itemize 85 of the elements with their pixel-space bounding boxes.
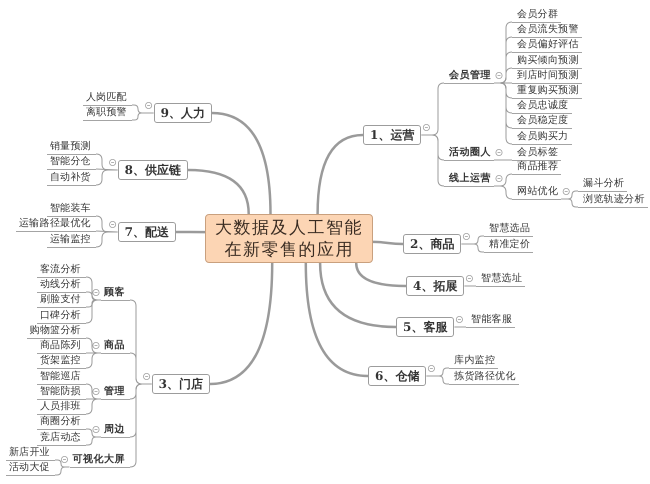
topic-label: 商圈分析	[36, 414, 86, 430]
topic-label: 口碑分析	[36, 308, 86, 324]
connector-line	[86, 398, 102, 414]
topic-label: 网站优化	[512, 184, 562, 200]
topic-box: 7、配送	[118, 222, 176, 242]
topic-label: 智慧选址	[476, 272, 526, 286]
topic-label: 离职预警	[82, 106, 132, 120]
connector-line	[494, 82, 512, 144]
topic-label: 销量预测	[46, 140, 96, 154]
topic-label: 智能巡店	[36, 370, 86, 384]
topic-label: 运输路径最优化	[16, 216, 96, 232]
connector-line	[420, 134, 444, 186]
topic-label: 智能装车	[46, 202, 96, 216]
connector-line	[130, 384, 152, 468]
topic-label: 新店开业	[6, 446, 55, 460]
topic-label: 智能客服	[466, 312, 516, 328]
connector-line	[210, 262, 274, 386]
connector-line	[494, 186, 512, 200]
topic-label: 货架监控	[36, 354, 86, 368]
topic-label: 智能分仓	[46, 154, 96, 170]
connector-line	[372, 240, 404, 246]
topic-label: 人员排班	[36, 400, 86, 414]
connector-line	[132, 112, 154, 120]
subtopic-label: 商品	[101, 338, 130, 354]
topic-box: 3、门店	[152, 374, 210, 394]
connector-line	[188, 168, 250, 214]
connector-line	[426, 376, 450, 384]
topic-label: 动线分析	[36, 278, 86, 292]
topic-label: 会员偏好评估	[512, 38, 582, 52]
topic-label: 精准定价	[484, 238, 534, 252]
topic-label: 购买倾向预测	[512, 54, 582, 68]
connector-line	[460, 244, 484, 252]
topic-label: 到店时间预测	[512, 68, 582, 84]
connector-line	[354, 262, 406, 288]
subtopic-label: 可视化大屏	[70, 452, 130, 468]
topic-label: 库内监控	[449, 354, 498, 368]
topic-label: 人岗匹配	[82, 90, 132, 106]
connector-line	[304, 262, 368, 378]
topic-label: 竞店动态	[36, 430, 86, 446]
connector-line	[86, 300, 102, 324]
topic-label: 智能防损	[36, 384, 86, 400]
topic-label: 拣货路径优化	[449, 370, 519, 384]
topic-label: 会员购买力	[512, 130, 572, 144]
subtopic-label: 线上运营	[444, 172, 494, 186]
topic-box: 8、供应链	[118, 160, 188, 180]
subtopic-label: 顾客	[101, 286, 130, 300]
topic-label: 漏斗分析	[578, 176, 628, 192]
topic-label: 商品推荐	[512, 160, 562, 174]
topic-label: 会员分群	[512, 8, 562, 22]
topic-box: 6、仓储	[368, 366, 426, 386]
connector-line	[86, 436, 102, 446]
subtopic-label: 活动圈人	[444, 146, 494, 160]
topic-box: 9、人力	[154, 103, 212, 123]
connector-line	[212, 112, 272, 214]
topic-label: 浏览轨迹分析	[578, 192, 648, 208]
connector-line	[86, 352, 102, 368]
topic-label: 智慧选品	[484, 222, 534, 236]
topic-label: 自动补货	[46, 170, 96, 186]
connector-line	[318, 262, 396, 328]
subtopic-label: 管理	[101, 384, 130, 400]
topic-box: 4、拓展	[406, 276, 464, 296]
topic-label: 会员稳定度	[512, 114, 572, 128]
connector-line	[176, 230, 205, 234]
topic-label: 会员标签	[512, 146, 562, 160]
topic-label: 商品陈列	[36, 338, 86, 354]
connector-line	[96, 232, 118, 248]
subtopic-label: 周边	[101, 422, 130, 438]
topic-label: 重复购买预测	[512, 84, 582, 98]
topic-label: 客流分析	[36, 262, 86, 278]
topic-label: 刷脸支付	[36, 292, 86, 308]
connector-line	[96, 170, 118, 186]
topic-label: 购物篮分析	[26, 324, 86, 338]
central-topic-box: 大数据及人工智能在新零售的应用	[205, 214, 373, 263]
connector-line	[54, 466, 70, 476]
topic-label: 运输监控	[46, 232, 96, 248]
topic-box: 5、客服	[396, 317, 454, 337]
topic-box: 1、运营	[363, 125, 422, 145]
subtopic-label: 会员管理	[444, 68, 494, 84]
topic-label: 活动大促	[6, 460, 55, 476]
connector-line	[316, 134, 364, 214]
topic-label: 会员流失预警	[512, 22, 582, 38]
topic-label: 会员忠诚度	[512, 98, 572, 114]
connector-line	[560, 198, 578, 208]
topic-box: 2、商品	[403, 234, 462, 254]
connector-line	[454, 326, 466, 328]
